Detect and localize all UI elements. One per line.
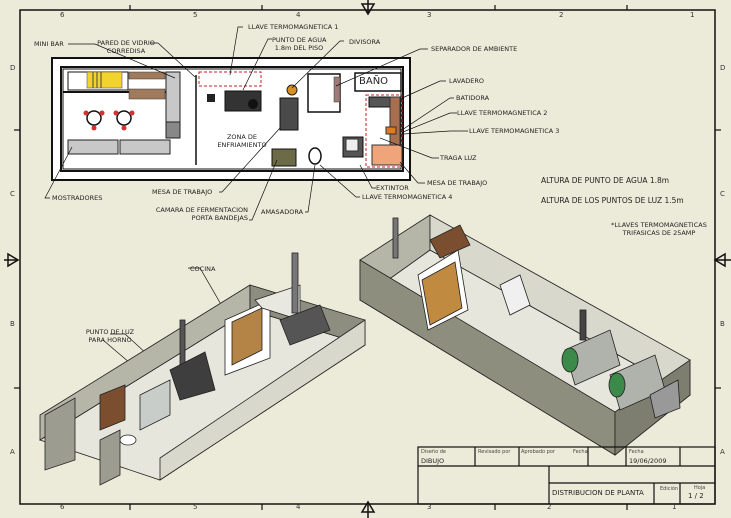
col-marker: 3 xyxy=(427,11,432,19)
label-mini-bar: MINI BAR xyxy=(34,40,64,48)
tb-edition-label: Edición xyxy=(660,486,679,492)
tb-reviewed-label: Revisado por xyxy=(478,449,511,455)
label-batidora: BATIDORA xyxy=(456,94,490,102)
label-bano: BAÑO xyxy=(359,76,389,87)
note-altura-agua: ALTURA DE PUNTO DE AGUA 1.8m xyxy=(541,176,670,185)
col-marker: 4 xyxy=(296,11,301,19)
tb-designed-value: DIBUJO xyxy=(421,457,445,465)
label-line: *LLAVES TERMOMAGNETICAS xyxy=(611,221,707,229)
tb-title: DISTRIBUCION DE PLANTA xyxy=(552,489,644,497)
label-traga-luz: TRAGA LUZ xyxy=(440,154,477,162)
col-marker: 5 xyxy=(193,11,198,19)
tb-date-label: Fecha xyxy=(573,449,588,455)
tb-date2-label: Fecha xyxy=(629,449,644,455)
label-line: PORTA BANDEJAS xyxy=(191,214,248,222)
label-lavadero: LAVADERO xyxy=(449,77,485,85)
title-block-lines xyxy=(417,446,716,505)
label-line: CORREDISA xyxy=(106,47,146,55)
col-marker: 2 xyxy=(547,503,552,511)
label-divisora: DIVISORA xyxy=(349,38,381,46)
label-line: PUNTO DE LUZ xyxy=(85,328,135,336)
label-line: PARA HORNO xyxy=(88,336,132,344)
label-amasadora: AMASADORA xyxy=(261,208,304,216)
tb-sheet-label: Hoja xyxy=(694,485,706,491)
label-cocina: COCINA xyxy=(190,265,216,273)
label-llave-1: LLAVE TERMOMAGNETICA 1 xyxy=(248,23,339,31)
label-line: ZONA DE xyxy=(226,133,258,141)
tb-sheet-value: 1 / 2 xyxy=(688,492,704,500)
col-marker: 3 xyxy=(427,503,432,511)
tb-approved-label: Aprobado por xyxy=(521,449,555,455)
label-mesa-trabajo-right: MESA DE TRABAJO xyxy=(427,179,488,187)
col-marker: 1 xyxy=(672,503,677,511)
label-separador: SEPARADOR DE AMBIENTE xyxy=(431,45,518,53)
row-marker: A xyxy=(720,448,725,456)
floor-plan xyxy=(51,57,411,181)
label-line: PUNTO DE AGUA xyxy=(272,36,327,44)
label-line: ENFRIAMIENTO xyxy=(217,141,267,149)
col-marker: 4 xyxy=(296,503,301,511)
isometric-view-left xyxy=(39,252,366,486)
row-marker: A xyxy=(10,448,15,456)
isometric-view-right xyxy=(359,214,691,456)
ruler-ticks xyxy=(14,5,721,510)
row-marker: D xyxy=(720,64,726,72)
row-marker: B xyxy=(720,320,725,328)
centering-marks xyxy=(4,0,731,518)
label-llave-3: LLAVE TERMOMAGNETICA 3 xyxy=(469,127,560,135)
col-marker: 6 xyxy=(60,11,65,19)
tb-designed-label: Diseño de xyxy=(421,449,446,455)
label-mesa-trabajo-left: MESA DE TRABAJO xyxy=(152,188,213,196)
col-marker: 2 xyxy=(559,11,564,19)
label-mostradores: MOSTRADORES xyxy=(52,194,103,202)
label-line: 1.8m DEL PISO xyxy=(274,44,324,52)
row-marker: B xyxy=(10,320,15,328)
label-line: CAMARA DE FERMENTACION xyxy=(155,206,248,214)
row-marker: C xyxy=(10,190,15,198)
label-llave-2: LLAVE TERMOMAGNETICA 2 xyxy=(457,109,548,117)
col-marker: 5 xyxy=(193,503,198,511)
row-marker: D xyxy=(10,64,16,72)
col-marker: 6 xyxy=(60,503,65,511)
label-line: PARED DE VIDRIO xyxy=(97,39,155,47)
col-marker: 1 xyxy=(690,11,695,19)
note-altura-luz: ALTURA DE LOS PUNTOS DE LUZ 1.5m xyxy=(541,196,684,205)
label-line: TRIFASICAS DE 25AMP xyxy=(622,229,696,237)
label-llave-4: LLAVE TERMOMAGNETICA 4 xyxy=(362,193,453,201)
label-extintor: EXTINTOR xyxy=(376,184,409,192)
row-marker: C xyxy=(720,190,725,198)
tb-date-value: 19/06/2009 xyxy=(629,457,667,465)
